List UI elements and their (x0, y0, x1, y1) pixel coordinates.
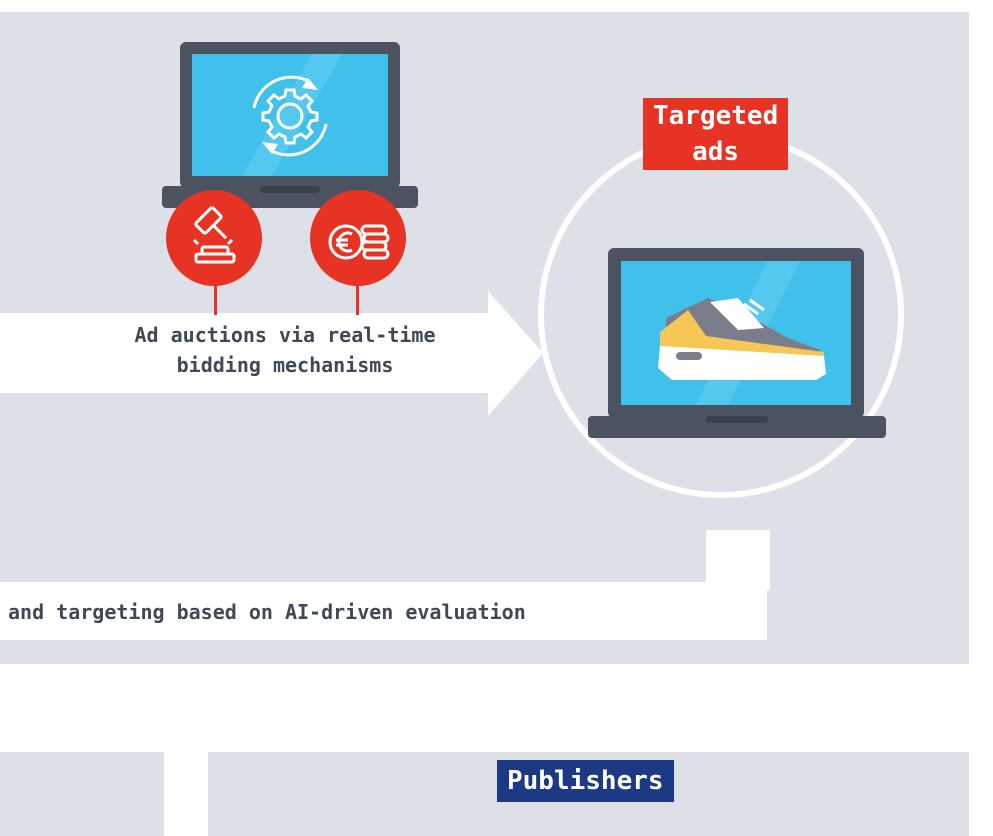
gavel-connector (214, 275, 217, 315)
targeted-ads-tag-line1: Targeted (653, 101, 779, 131)
targeted-ads-tag: Targeted ads (643, 98, 789, 170)
coins-connector (356, 275, 359, 315)
auction-gavel-icon (166, 190, 262, 286)
arrow-label-line2: bidding mechanisms (176, 353, 394, 377)
process-arrow (0, 291, 543, 416)
arrow-label: Ad auctions via real-time bidding mechan… (50, 320, 520, 380)
euro-coins-icon (310, 190, 406, 286)
ring-connector (706, 530, 770, 590)
targeted-ads-tag-line2: ads (692, 137, 740, 167)
publishers-tag: Publishers (497, 760, 674, 802)
bottom-label-text: and targeting based on AI-driven evaluat… (8, 600, 526, 624)
laptop-gear-icon (162, 42, 418, 208)
bottom-label-box (0, 582, 767, 640)
arrow-label-line1: Ad auctions via real-time (134, 323, 436, 347)
diagram-panel-bottom-left (0, 752, 164, 836)
laptop-sneaker-icon (588, 248, 886, 438)
